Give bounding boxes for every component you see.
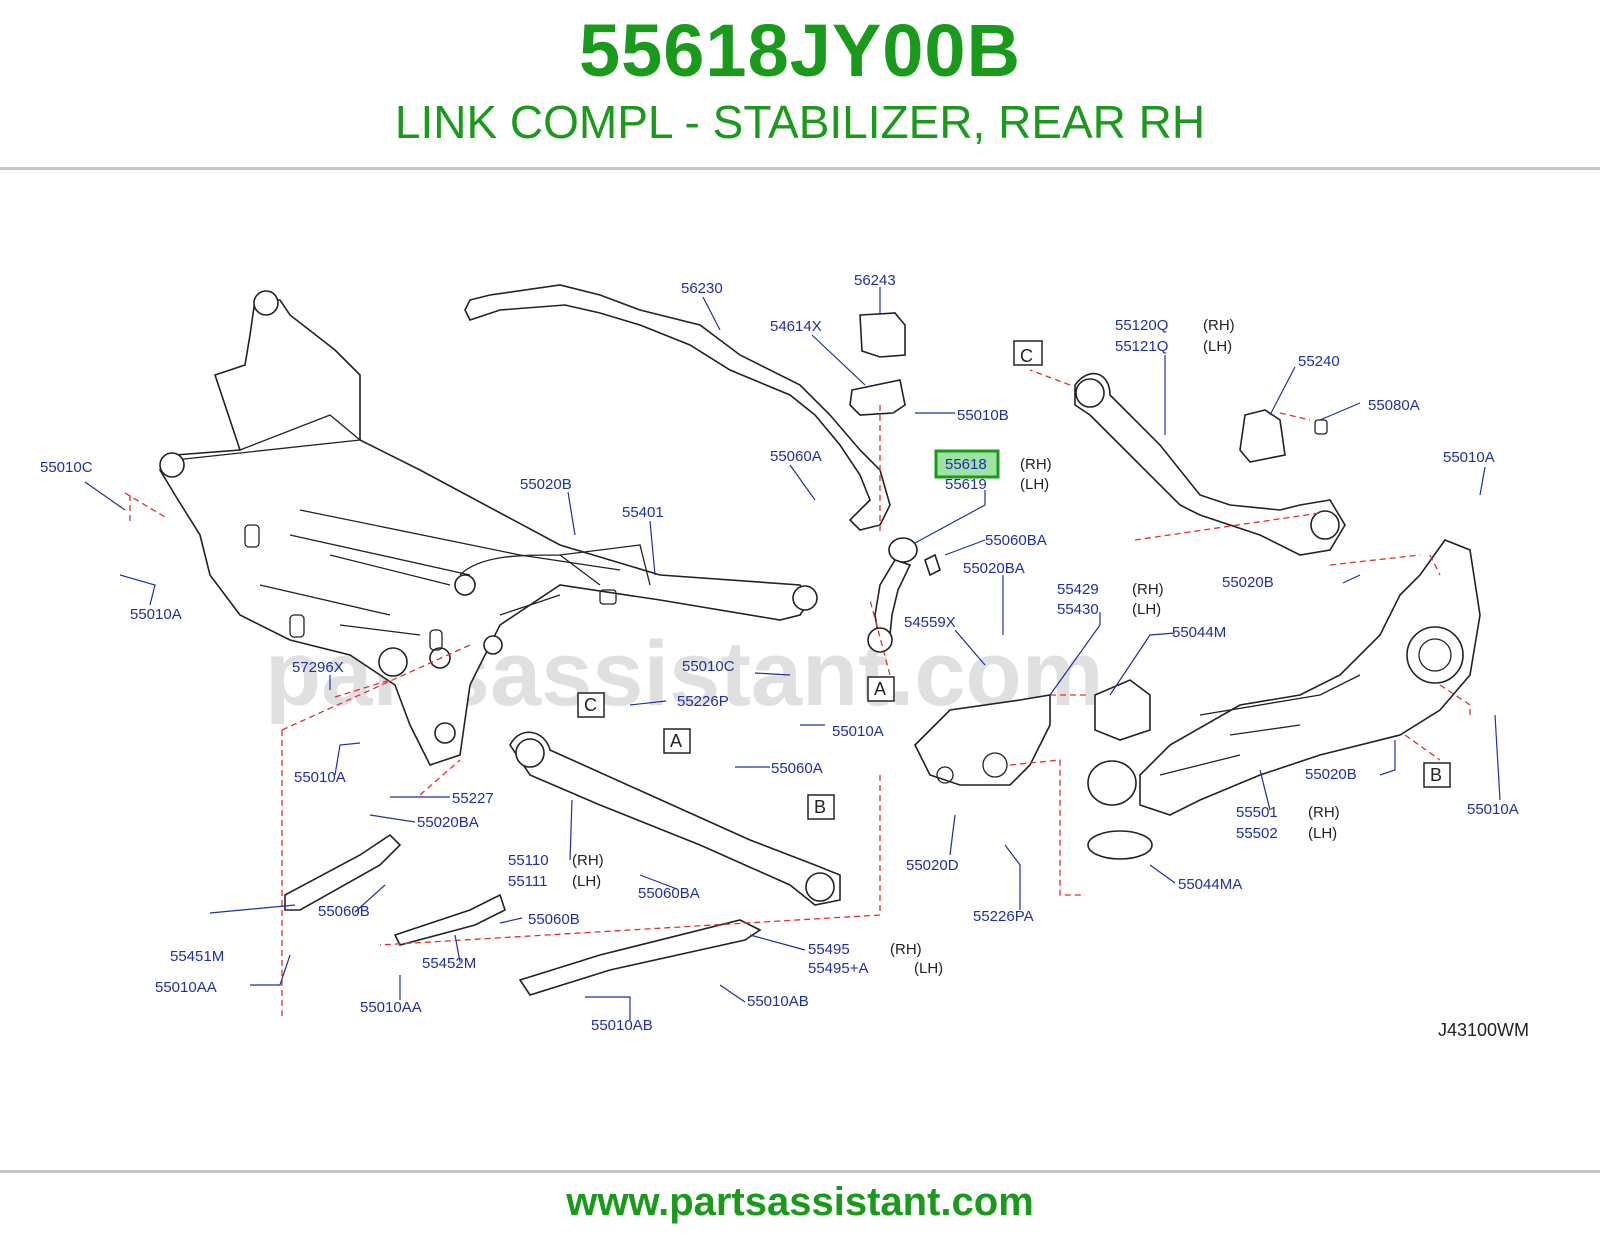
callout-55020BA-top: 55020BA	[963, 560, 1025, 577]
ref-box-a-top: A	[867, 676, 895, 702]
rear-subframe-drawing	[158, 290, 818, 766]
callout-55010B: 55010B	[957, 407, 1009, 424]
callout-55240: 55240	[1298, 353, 1340, 370]
side-rh-5: (RH)	[890, 941, 922, 958]
svg-text:C: C	[584, 695, 597, 715]
callout-55618-highlighted: 55618	[945, 456, 987, 473]
callout-57296X: 57296X	[292, 659, 344, 676]
callout-55010A-left: 55010A	[130, 606, 182, 623]
callout-55010AA-left: 55010AA	[155, 979, 217, 996]
callout-55401: 55401	[622, 504, 664, 521]
part-description: LINK COMPL - STABILIZER, REAR RH	[394, 96, 1206, 148]
callout-55020B-right: 55020B	[1222, 574, 1274, 591]
callout-55060A-top: 55060A	[770, 448, 822, 465]
highlight-box	[934, 449, 1000, 479]
callout-55060A-mid: 55060A	[771, 760, 823, 777]
assembly-dashed-lines	[124, 369, 1471, 1020]
ref-box-a-mid: A	[663, 728, 691, 754]
callout-55226P: 55226P	[677, 693, 729, 710]
callout-55226PA: 55226PA	[973, 908, 1034, 925]
callout-55111: 55111	[508, 873, 548, 890]
callout-55110: 55110	[508, 852, 549, 869]
side-rh-6: (RH)	[1308, 804, 1340, 821]
callout-55010A-far: 55010A	[1467, 801, 1519, 818]
leader-lines	[84, 287, 1501, 1020]
callout-56230: 56230	[681, 280, 723, 297]
side-rh-4: (RH)	[572, 852, 604, 869]
side-lh-1: (LH)	[1020, 476, 1049, 493]
parts-diagram: partsassistant.com	[40, 272, 1529, 1040]
lower-link-drawing	[509, 731, 841, 906]
spring-seat-drawing	[914, 694, 1051, 786]
callout-55010C-mid: 55010C	[682, 658, 735, 675]
callout-55010AB-mid: 55010AB	[747, 993, 809, 1010]
svg-text:A: A	[874, 679, 886, 699]
callout-55495: 55495	[808, 941, 850, 958]
callout-54614X: 54614X	[770, 318, 822, 335]
side-rh-1: (RH)	[1020, 456, 1052, 473]
side-lh-6: (LH)	[1308, 825, 1337, 842]
side-lh-3: (LH)	[1132, 601, 1161, 618]
ref-box-b-mid: B	[807, 794, 835, 820]
callout-55060B-left: 55060B	[318, 903, 370, 920]
callout-55020B-left: 55020B	[520, 476, 572, 493]
ref-box-c-mid: C	[577, 692, 605, 718]
bottom-divider	[0, 1170, 1600, 1173]
callout-55010AB-low: 55010AB	[591, 1017, 653, 1034]
callout-55495A: 55495+A	[808, 960, 868, 977]
callout-55044M: 55044M	[1172, 624, 1226, 641]
side-lh-4: (LH)	[572, 873, 601, 890]
callout-55501: 55501	[1236, 804, 1278, 821]
side-lh-5: (LH)	[914, 960, 943, 977]
part-number-title: 55618JY00B	[578, 9, 1022, 92]
callout-55020BA-low: 55020BA	[417, 814, 479, 831]
callout-55502: 55502	[1236, 825, 1278, 842]
callout-54559X: 54559X	[904, 614, 956, 631]
callout-55451M: 55451M	[170, 948, 224, 965]
callout-55121Q: 55121Q	[1115, 338, 1168, 355]
callout-55060BA-top: 55060BA	[985, 532, 1047, 549]
callout-55010C-left: 55010C	[40, 459, 93, 476]
callout-55060B-mid: 55060B	[528, 911, 580, 928]
callout-55010A-low: 55010A	[294, 769, 346, 786]
svg-text:A: A	[670, 731, 682, 751]
page-header: 55618JY00B LINK COMPL - STABILIZER, REAR…	[0, 0, 1600, 170]
callout-55010AA-mid: 55010AA	[360, 999, 422, 1016]
svg-text:B: B	[814, 797, 826, 817]
callout-55429: 55429	[1057, 581, 1099, 598]
side-lh-2: (LH)	[1203, 338, 1232, 355]
callout-55452M: 55452M	[422, 955, 476, 972]
callout-55020B-low: 55020B	[1305, 766, 1357, 783]
lower-arm-knuckle-drawing	[1087, 539, 1481, 860]
stabilizer-bar-drawing	[464, 284, 906, 531]
callout-55080A: 55080A	[1368, 397, 1420, 414]
callout-55010A-mid: 55010A	[832, 723, 884, 740]
diagram-code: J43100WM	[1438, 1020, 1529, 1040]
callout-55619: 55619	[945, 476, 987, 493]
stabilizer-link-drawing	[867, 537, 941, 653]
callout-55120Q: 55120Q	[1115, 317, 1168, 334]
callout-55020D: 55020D	[906, 857, 959, 874]
ref-box-b-right: B	[1423, 762, 1451, 788]
lateral-links-drawing	[284, 833, 762, 996]
callouts: 56230 56243 54614X 55010B 55060A 55618 (…	[40, 272, 1529, 1040]
svg-text:B: B	[1430, 765, 1442, 785]
upper-arm-drawing	[1074, 372, 1346, 556]
callout-55227: 55227	[452, 790, 494, 807]
ref-box-c-top: C	[1013, 340, 1043, 366]
top-divider	[0, 167, 1600, 170]
callout-56243: 56243	[854, 272, 896, 289]
side-rh-2: (RH)	[1203, 317, 1235, 334]
side-rh-3: (RH)	[1132, 581, 1164, 598]
callout-55430: 55430	[1057, 601, 1099, 618]
website-link[interactable]: www.partsassistant.com	[566, 1180, 1034, 1224]
callout-55044MA: 55044MA	[1178, 876, 1242, 893]
svg-text:C: C	[1020, 346, 1033, 366]
callout-55060BA-low: 55060BA	[638, 885, 700, 902]
callout-55010A-right: 55010A	[1443, 449, 1495, 466]
